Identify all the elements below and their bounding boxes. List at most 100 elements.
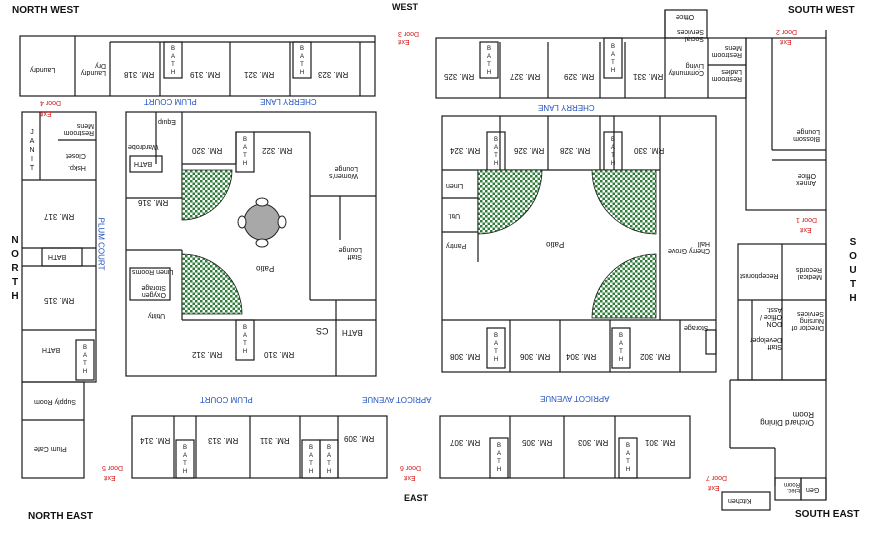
room-312: RM. 312 bbox=[192, 350, 223, 359]
room-medical-records: Medical Records bbox=[795, 266, 822, 280]
room-receptionist: Receptionist bbox=[740, 272, 779, 279]
room-utility: Utility bbox=[148, 312, 166, 319]
label-patio-cherry: Patio bbox=[546, 240, 565, 249]
door-2-label: Door 2 bbox=[776, 28, 798, 35]
door-3-label: Door 3 bbox=[398, 30, 420, 37]
room-womens-lounge: Women's Lounge bbox=[329, 165, 358, 179]
room-cs: CS bbox=[316, 326, 329, 336]
street-cherry-lane-left: CHERRY LANE bbox=[260, 97, 317, 106]
room-linen: Linen bbox=[446, 182, 464, 189]
street-cherry-lane-right: CHERRY LANE bbox=[538, 103, 595, 112]
room-orchard-dining: Orchard Dining Room bbox=[760, 410, 814, 427]
room-314: RM. 314 bbox=[140, 436, 171, 445]
room-bath-left-2: BATH bbox=[42, 346, 61, 353]
room-310: RM. 310 bbox=[264, 350, 295, 359]
exit-label: Exit bbox=[404, 474, 416, 481]
street-apricot-right: APRICOT AVENUE bbox=[540, 394, 610, 403]
room-gen: Gen bbox=[806, 486, 820, 493]
exit-label: Exit bbox=[708, 484, 720, 491]
room-closet: Closet bbox=[66, 152, 86, 159]
room-storage: Storage bbox=[684, 324, 709, 331]
garden-cherry-left bbox=[477, 169, 543, 235]
room-309: RM. 309 bbox=[344, 434, 375, 443]
room-laundry-dry: Laundry Dry bbox=[80, 62, 106, 76]
room-bath-plum: BATH bbox=[134, 160, 153, 167]
street-plum-court-vertical: PLUM COURT bbox=[96, 217, 106, 271]
block-cherry bbox=[441, 115, 717, 373]
room-302: RM. 302 bbox=[640, 352, 671, 361]
room-supply-room: Supply Room bbox=[34, 398, 77, 405]
street-plum-court-bottom: PLUM COURT bbox=[200, 395, 253, 404]
street-apricot-left: APRICOT AVENUE bbox=[362, 395, 432, 404]
room-linen-rooms: Linen Rooms bbox=[132, 268, 174, 275]
garden-cherry-top-right bbox=[591, 169, 657, 235]
cafe-supply bbox=[21, 381, 85, 479]
room-331: RM. 331 bbox=[633, 72, 664, 81]
patio-table bbox=[243, 203, 281, 241]
room-community-living: Community Living bbox=[668, 62, 704, 76]
room-cherry-grove-hall: Cherry Grove Hall bbox=[667, 240, 710, 254]
exit-label: Exit bbox=[398, 38, 410, 45]
room-330: RM. 330 bbox=[634, 146, 665, 155]
room-311: RM. 311 bbox=[260, 436, 290, 445]
door-7-label: Door 7 bbox=[706, 474, 728, 481]
room-305: RM. 305 bbox=[522, 438, 553, 447]
room-plum-cafe: Plum Cafe bbox=[34, 445, 67, 452]
door-1-label: Door 1 bbox=[796, 216, 818, 223]
room-director-nursing: Director of Nursing Services bbox=[791, 310, 824, 331]
room-321: RM. 321 bbox=[244, 70, 275, 79]
street-plum-court-top: PLUM COURT bbox=[144, 97, 197, 106]
room-316: RM. 316 bbox=[138, 198, 169, 207]
label-north-west: NORTH WEST bbox=[12, 5, 80, 16]
room-325: RM. 325 bbox=[444, 72, 475, 81]
wing-right-upper bbox=[745, 37, 827, 211]
room-bath-cs: BATH bbox=[342, 328, 363, 337]
room-staff-lounge: Staff Lounge bbox=[338, 246, 362, 260]
exit-label: Exit bbox=[104, 474, 116, 481]
room-hskp: Hskp. bbox=[68, 164, 86, 171]
label-south-east: SOUTH EAST bbox=[795, 509, 860, 520]
label-west: WEST bbox=[392, 2, 418, 12]
room-restroom-mens-left: Restroom Mens bbox=[63, 122, 94, 136]
room-323: RM. 323 bbox=[318, 70, 349, 79]
room-320: RM. 320 bbox=[192, 146, 223, 155]
room-326: RM. 326 bbox=[514, 146, 545, 155]
room-oxygen-storage: Oxygen Storage bbox=[141, 284, 166, 298]
label-north-east: NORTH EAST bbox=[28, 511, 93, 522]
room-306: RM. 306 bbox=[520, 352, 551, 361]
garden-plum-bottom bbox=[181, 253, 243, 315]
exit-label: Exit bbox=[40, 110, 52, 117]
room-318: RM. 318 bbox=[124, 70, 155, 79]
room-322: RM. 322 bbox=[262, 146, 293, 155]
room-pantry: Pantry bbox=[446, 242, 467, 249]
exit-label: Exit bbox=[780, 38, 792, 45]
room-laundry: Laundry bbox=[30, 66, 56, 73]
door-6-label: Door 6 bbox=[400, 464, 422, 471]
block-plum bbox=[125, 111, 377, 377]
room-319: RM. 319 bbox=[190, 70, 221, 79]
door-5-label: Door 5 bbox=[102, 464, 124, 471]
door-4-label: Door 4 bbox=[40, 99, 62, 106]
room-don-office: DON Office / Asst. bbox=[759, 306, 782, 327]
room-staff-developer: Staff Developer bbox=[750, 336, 782, 350]
room-327: RM. 327 bbox=[510, 72, 541, 81]
room-annex-office: Annex Office bbox=[796, 172, 816, 186]
wing-top-left bbox=[19, 35, 376, 97]
room-util: Util. bbox=[448, 212, 461, 219]
room-restroom-men: Restroom Mens bbox=[711, 44, 742, 58]
